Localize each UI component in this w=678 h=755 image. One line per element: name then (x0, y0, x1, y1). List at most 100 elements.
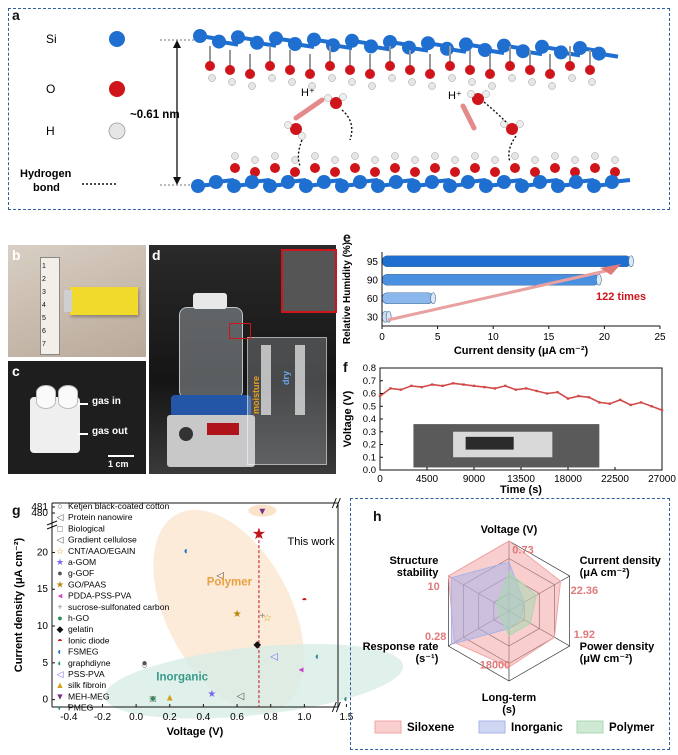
h-atom (468, 78, 476, 86)
this-work-label: This work (288, 536, 336, 548)
data-point-meh-meg: ▼ (257, 507, 267, 518)
o-atom (530, 167, 540, 177)
display-red (207, 423, 239, 435)
y-tick-label: 90 (367, 275, 379, 286)
data-point (556, 391, 559, 394)
o-atom (410, 167, 420, 177)
data-point-pdda-pss-pva: ◂ (298, 665, 303, 676)
proton-arrow-right (460, 103, 477, 131)
data-point-g-gof: ● (142, 658, 148, 669)
radar-axis-label: Voltage (V) (481, 524, 538, 536)
data-point-ketjen-black-coated-cotton: ○ (142, 660, 148, 671)
h-atom (208, 74, 216, 82)
x-tick-label: 25 (654, 332, 666, 343)
o-atom (445, 61, 455, 71)
legend-swatch-polymer (576, 720, 604, 734)
data-point (619, 398, 622, 402)
legend-marker: ▲ (56, 680, 65, 690)
legend-marker: ● (57, 568, 62, 578)
hot-plate (171, 395, 251, 417)
h-atom (251, 156, 259, 164)
voltage-series-line (379, 382, 663, 411)
data-point-silk-fibroin: ▲ (165, 693, 175, 704)
h-atom (228, 78, 236, 86)
si-atom (592, 46, 606, 61)
control-knob (179, 427, 193, 441)
data-point-go-paas: ★ (233, 609, 242, 620)
data-point-protein-nanowire: ◁ (216, 571, 224, 582)
h-atom (351, 152, 359, 160)
y-tick-label: 10 (37, 621, 49, 632)
radar-axis-label: (μA cm⁻²) (580, 567, 630, 579)
h-atom (408, 78, 416, 86)
h-atom-icon (108, 122, 126, 140)
si-atom (497, 175, 511, 189)
x-tick-label: 18000 (554, 474, 582, 485)
panel-a-letter: a (12, 7, 20, 23)
outlet-cylinder (58, 385, 78, 409)
si-atom (515, 179, 529, 193)
legend-entry: graphdiyne (68, 658, 111, 668)
x-axis-label: Time (s) (500, 484, 542, 496)
x-tick-label: 5 (435, 332, 441, 343)
radar-axis-value: 1.92 (574, 629, 595, 641)
panel-b-letter: b (12, 247, 21, 263)
glass-bottle (179, 307, 243, 399)
si-atom (569, 175, 583, 189)
si-atom (191, 179, 205, 193)
water-molecules (284, 90, 524, 140)
data-point (389, 387, 392, 390)
si-atom (269, 31, 283, 46)
x-axis-label: Current density (μA cm⁻²) (454, 345, 589, 357)
o-atom (330, 167, 340, 177)
y-tick-label: 0.1 (363, 452, 376, 463)
legend-entry: CNT/AAO/EGAIN (68, 546, 135, 556)
legend-label-polymer: Polymer (609, 722, 655, 734)
radar-series-polymer (496, 571, 537, 637)
acrylic-stand (247, 337, 327, 465)
h-atom (308, 82, 316, 90)
si-atom (533, 175, 547, 189)
si-atom (497, 38, 511, 53)
ruler-number: 4 (42, 302, 46, 309)
data-point (639, 401, 643, 404)
x-tick-label: 15 (543, 332, 555, 343)
h-atom (428, 82, 436, 90)
legend-label-siloxene: Siloxene (407, 722, 454, 734)
h-atom (611, 156, 619, 164)
y-tick-label: 0.7 (363, 376, 376, 387)
o-atom (245, 69, 255, 79)
y-tick-label: 0.5 (363, 401, 376, 412)
si-atom (353, 175, 367, 189)
x-tick-label: 27000 (648, 474, 676, 485)
legend-entry: MEH-MEG (68, 691, 110, 701)
legend-label-inorganic: Inorganic (511, 722, 563, 734)
x-break (335, 701, 341, 713)
h-atom (548, 82, 556, 90)
data-point (629, 403, 632, 407)
y-tick-label: 0.0 (363, 465, 376, 476)
data-point (441, 384, 444, 388)
legend-marker: ☆ (56, 546, 64, 556)
x-tick-label: 0.0 (129, 712, 143, 723)
legend-entry: PDDA-PSS-PVA (68, 591, 132, 601)
legend-entry: PMEG (68, 703, 94, 713)
flowmeter-1 (261, 345, 271, 415)
radar-axis-label: Response rate (363, 641, 439, 653)
x-break (331, 497, 337, 509)
si-atom (425, 175, 439, 189)
h-atom (451, 156, 459, 164)
data-point (504, 384, 507, 388)
proton-label-left: H⁺ (301, 87, 315, 99)
o-atom (590, 163, 600, 173)
y-tick-label: 95 (367, 257, 379, 268)
x-tick-label: 0.6 (230, 712, 244, 723)
x-tick-label: 0 (377, 474, 383, 485)
si-atom (326, 38, 340, 53)
legend-marker: ◁ (57, 669, 64, 679)
legend-entry: PSS-PVA (68, 669, 105, 679)
yellow-film-sample (70, 287, 138, 315)
x-tick-label: 1.5 (339, 712, 353, 723)
x-tick-label: -0.2 (94, 712, 112, 723)
